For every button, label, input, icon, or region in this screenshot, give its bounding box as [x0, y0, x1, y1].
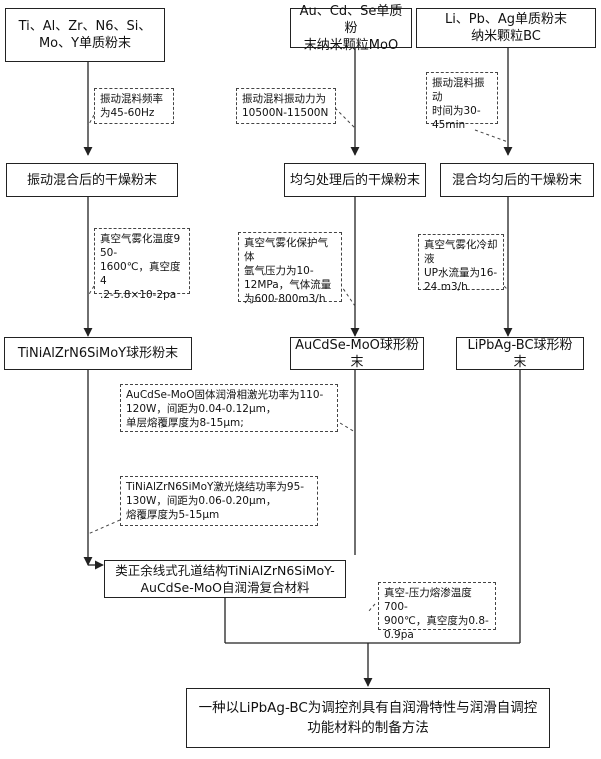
- spherical-powder-a: TiNiAlZrN6SiMoY球形粉末: [4, 337, 192, 370]
- atomize-note-a: 真空气雾化温度9 50- 1600℃，真空度4 .2-5.8×10-2pa: [94, 228, 190, 301]
- leader-mix-a: [87, 114, 95, 127]
- atomize-note-b: 真空气雾化保护气体 氩气压力为10- 12MPa，气体流量 为600-800m3…: [238, 232, 342, 305]
- leader-infil: [367, 603, 376, 613]
- source-box-b: Au、Cd、Se单质粉 末纳米颗粒MoO: [290, 4, 412, 53]
- leader-laser-b: [334, 419, 356, 433]
- dry-powder-a: 振动混合后的干燥粉末: [6, 163, 178, 197]
- leader-mix-c: [474, 129, 509, 143]
- spherical-powder-c: LiPbAg-BC球形粉末: [456, 337, 584, 370]
- leader-atom-a: [87, 285, 95, 297]
- leader-mix-b: [334, 107, 356, 129]
- dry-powder-c: 混合均匀后的干燥粉末: [440, 163, 594, 197]
- laser-note-b: AuCdSe-MoO固体润滑相激光功率为110- 120W，间距为0.04-0.…: [120, 384, 338, 432]
- mix-note-c: 振动混料振动 时间为30- 45min: [426, 72, 498, 131]
- atomize-note-c: 真空气雾化冷却液 UP水流量为16- 24 m3/h: [418, 234, 504, 293]
- mix-note-a: 振动混料频率 为45-60Hz: [94, 88, 174, 124]
- infiltration-note: 真空-压力熔渗温度700- 900℃，真空度为0.8- 0.9pa: [378, 582, 496, 641]
- source-box-c: Li、Pb、Ag单质粉末 纳米颗粒BC: [416, 8, 596, 48]
- spherical-powder-b: AuCdSe-MoO球形粉末: [290, 337, 424, 370]
- composite-material-box: 类正余线式孔道结构TiNiAlZrN6SiMoY- AuCdSe-MoO自润滑复…: [104, 560, 346, 598]
- leader-laser-a: [87, 519, 121, 535]
- source-box-a: Ti、Al、Zr、N6、Si、 Mo、Y单质粉末: [5, 8, 165, 62]
- laser-note-a: TiNiAlZrN6SiMoY激光烧结功率为95- 130W，间距为0.06-0…: [120, 476, 318, 526]
- dry-powder-b: 均匀处理后的干燥粉末: [284, 163, 426, 197]
- mix-note-b: 振动混料振动力为 10500N-11500N: [236, 88, 336, 124]
- leader-atom-b: [339, 283, 356, 307]
- final-method-box: 一种以LiPbAg-BC为调控剂具有自润滑特性与润滑自调控 功能材料的制备方法: [186, 688, 550, 748]
